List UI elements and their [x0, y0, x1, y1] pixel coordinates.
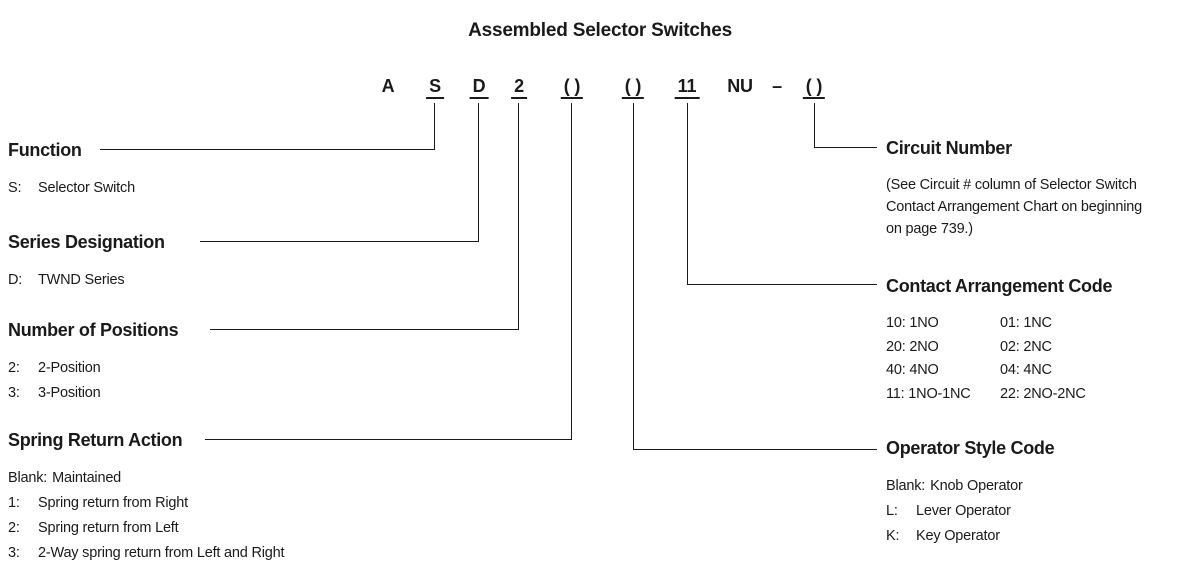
item-desc: TWND Series	[38, 272, 125, 288]
code-dash: –	[772, 76, 782, 96]
item-desc: Spring return from Right	[38, 495, 188, 511]
code-paren-operator-style: ( )	[621, 77, 645, 99]
connector-number-of-positions	[210, 103, 519, 330]
item-key: 3:	[8, 385, 20, 401]
connector-operator-style	[633, 103, 877, 450]
table-cell: 02: 2NC	[1000, 338, 1052, 355]
section-heading: Contact Arrangement Code	[886, 276, 1113, 296]
code-char-contact-arrangement: 11	[674, 77, 700, 99]
section-heading: Spring Return Action	[8, 430, 183, 450]
table-cell: 22: 2NO-2NC	[1000, 385, 1086, 402]
item-key: 3:	[8, 545, 20, 561]
list-item: L: Lever Operator	[886, 499, 1054, 524]
code-paren-spring-return: ( )	[560, 77, 584, 99]
section-function: Function S: Selector Switch	[8, 141, 135, 201]
list-item: 3: 3-Position	[8, 381, 178, 406]
note-line: on page 739.)	[886, 221, 973, 237]
section-heading: Operator Style Code	[886, 438, 1055, 458]
code-char-series: D	[469, 77, 489, 99]
connector-circuit-number	[814, 103, 877, 148]
section-series-designation: Series Designation D: TWND Series	[8, 233, 165, 293]
code-char-prefix: A	[381, 76, 395, 96]
table-cell: 04: 4NC	[1000, 362, 1052, 378]
code-char-nu: NU	[727, 76, 753, 96]
item-key: 2:	[8, 520, 20, 536]
item-desc: Knob Operator	[930, 478, 1023, 494]
item-key: Blank:	[886, 478, 926, 494]
connector-contact-arrangement	[687, 103, 877, 285]
code-char-positions: 2	[511, 77, 527, 99]
table-cell: 40: 4NO	[886, 362, 939, 378]
code-paren-circuit-number: ( )	[802, 77, 826, 99]
item-key: Blank:	[8, 470, 48, 486]
note-line: Contact Arrangement Chart on beginning	[886, 199, 1142, 215]
section-operator-style-code: Operator Style Code Blank: Knob Operator…	[886, 438, 1055, 549]
section-number-of-positions: Number of Positions 2: 2-Position 3: 3-P…	[8, 320, 179, 406]
item-desc: 2-Position	[38, 360, 101, 376]
item-desc: Maintained	[52, 470, 122, 486]
list-item: D: TWND Series	[8, 268, 165, 293]
circuit-number-note: (See Circuit # column of Selector Switch…	[886, 174, 1142, 240]
list-item: 2: Spring return from Left	[8, 516, 284, 541]
item-desc: Key Operator	[916, 528, 1000, 544]
item-key: 2:	[8, 360, 20, 376]
item-desc: Lever Operator	[916, 503, 1011, 519]
item-desc: Selector Switch	[38, 180, 135, 196]
section-heading: Function	[8, 140, 82, 160]
list-item: S: Selector Switch	[8, 176, 135, 201]
item-key: 1:	[8, 495, 20, 511]
connector-series-designation	[200, 103, 479, 242]
section-heading: Number of Positions	[8, 320, 179, 340]
item-desc: 2-Way spring return from Left and Right	[38, 545, 285, 561]
table-cell: 10: 1NO	[886, 315, 939, 331]
item-desc: 3-Position	[38, 385, 101, 401]
item-key: S:	[8, 180, 22, 196]
item-key: L:	[886, 503, 898, 519]
section-heading: Series Designation	[8, 232, 165, 252]
code-char-function: S	[426, 77, 444, 99]
note-line: (See Circuit # column of Selector Switch	[886, 177, 1137, 193]
section-circuit-number: Circuit Number (See Circuit # column of …	[886, 139, 1142, 240]
list-item: 1: Spring return from Right	[8, 491, 284, 516]
item-key: K:	[886, 528, 900, 544]
list-item: 3: 2-Way spring return from Left and Rig…	[8, 541, 285, 564]
table-cell: 20: 2NO	[886, 338, 939, 355]
section-heading: Circuit Number	[886, 138, 1012, 158]
item-key: D:	[8, 272, 23, 288]
table-cell: 11: 1NO-1NC	[886, 385, 971, 402]
list-item: Blank: Knob Operator	[886, 474, 1054, 499]
contact-code-table: 10: 1NO 01: 1NC 20: 2NO 02: 2NC 40: 4NO …	[886, 312, 1112, 406]
item-desc: Spring return from Left	[38, 520, 179, 536]
section-contact-arrangement-code: Contact Arrangement Code 10: 1NO 01: 1NC…	[886, 277, 1112, 406]
page-title: Assembled Selector Switches	[468, 20, 732, 41]
connector-spring-return	[205, 103, 572, 440]
list-item: 2: 2-Position	[8, 356, 178, 381]
list-item: K: Key Operator	[886, 524, 1054, 549]
table-cell: 01: 1NC	[1000, 315, 1052, 331]
list-item: Blank: Maintained	[8, 466, 284, 491]
section-spring-return-action: Spring Return Action Blank: Maintained 1…	[8, 430, 285, 564]
connector-function	[100, 103, 435, 150]
